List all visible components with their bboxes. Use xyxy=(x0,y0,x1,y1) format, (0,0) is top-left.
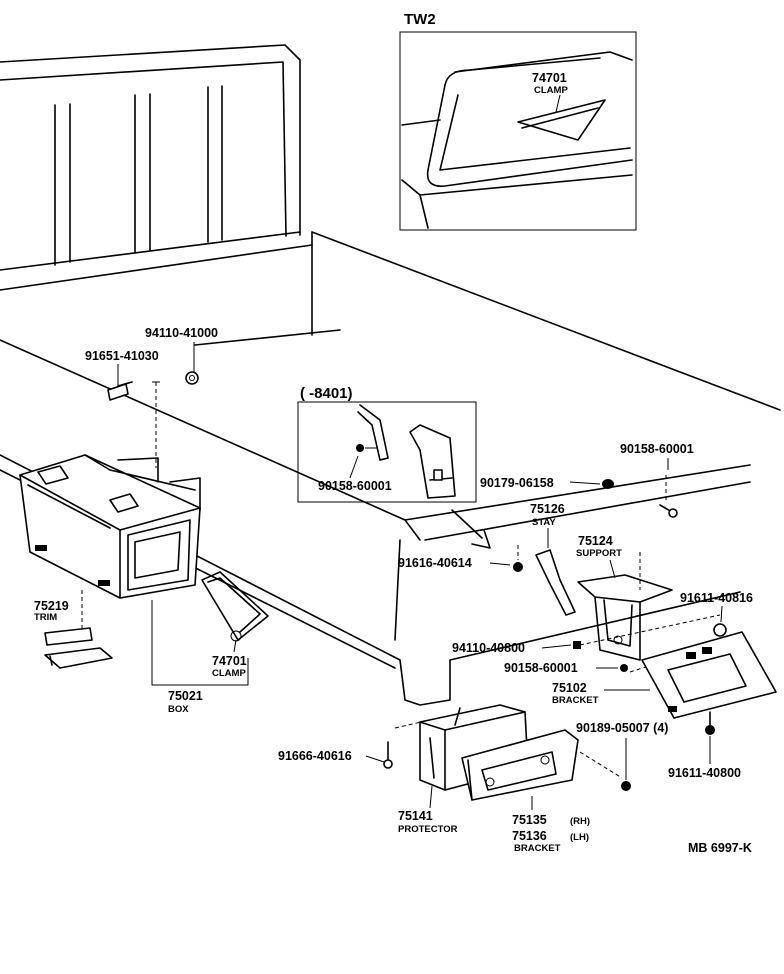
label-91666-40616: 91666-40616 xyxy=(278,749,352,763)
label-75021: 75021 xyxy=(168,689,203,703)
inset-detail-8401 xyxy=(297,401,491,549)
label-75124: 75124 xyxy=(578,534,613,548)
bolt-91651-41030 xyxy=(107,381,133,401)
label-90158-60001-top: 90158-60001 xyxy=(620,442,694,456)
label-75219: 75219 xyxy=(34,599,69,613)
nut-90179-06158 xyxy=(602,479,614,489)
bolt-90158-60001-top xyxy=(659,504,678,518)
label-75135: 75135 xyxy=(512,813,547,827)
label-91611-40816: 91611-40816 xyxy=(680,591,753,605)
bolt-91666-40616 xyxy=(383,741,393,769)
label-90189-05007: 90189-05007 (4) xyxy=(576,721,668,735)
inset-clamp-part-number: 74701 xyxy=(532,71,567,85)
label-bracket-75102: BRACKET xyxy=(552,695,599,706)
label-94110-41000: 94110-41000 xyxy=(145,326,218,340)
label-rh: (RH) xyxy=(570,816,590,827)
bolt-90158-60001-low xyxy=(620,664,628,672)
label-support: SUPPORT xyxy=(576,548,622,559)
label-75136: 75136 xyxy=(512,829,547,843)
stay-75126-drawing xyxy=(535,549,576,616)
label-clamp: CLAMP xyxy=(212,668,246,679)
inset-tw2-title: TW2 xyxy=(404,11,436,28)
label-stay: STAY xyxy=(532,517,556,528)
box-75021-drawing xyxy=(19,454,201,599)
label-74701: 74701 xyxy=(212,654,247,668)
bolt-91616-40614 xyxy=(513,562,523,572)
bolt-91611-40800 xyxy=(705,711,715,735)
support-75124-drawing xyxy=(577,574,673,661)
label-lh: (LH) xyxy=(570,832,589,843)
trim-75219-drawing xyxy=(44,627,113,669)
inset-clamp-name: CLAMP xyxy=(534,85,568,96)
bracket-75135-75136-drawing xyxy=(461,729,579,801)
label-trim: TRIM xyxy=(34,612,57,623)
catalog-code: MB 6997-K xyxy=(688,841,752,855)
label-75141: 75141 xyxy=(398,809,433,823)
bracket-75102-drawing xyxy=(641,631,777,719)
label-75102: 75102 xyxy=(552,681,587,695)
label-box: BOX xyxy=(168,704,189,715)
label-91611-40800: 91611-40800 xyxy=(668,766,741,780)
truck-bed-outline xyxy=(0,44,781,706)
label-91616-40614: 91616-40614 xyxy=(398,556,472,570)
inset-detail-title: ( -8401) xyxy=(300,385,353,402)
inset-detail-part-number: 90158-60001 xyxy=(318,479,392,493)
nut-94110-40800 xyxy=(573,641,581,649)
inset-tw2 xyxy=(399,31,637,231)
label-91651-41030: 91651-41030 xyxy=(85,349,159,363)
nut-94110-41000 xyxy=(185,371,199,385)
clamp-74701-drawing xyxy=(201,571,269,642)
label-94110-40800: 94110-40800 xyxy=(452,641,525,655)
label-90158-60001-low: 90158-60001 xyxy=(504,661,578,675)
nut-90189-05007 xyxy=(621,781,631,791)
label-90179-06158: 90179-06158 xyxy=(480,476,554,490)
label-75126: 75126 xyxy=(530,502,565,516)
label-bracket-75135: BRACKET xyxy=(514,843,561,854)
bolt-91611-40816 xyxy=(713,623,727,637)
label-protector: PROTECTOR xyxy=(398,824,458,835)
